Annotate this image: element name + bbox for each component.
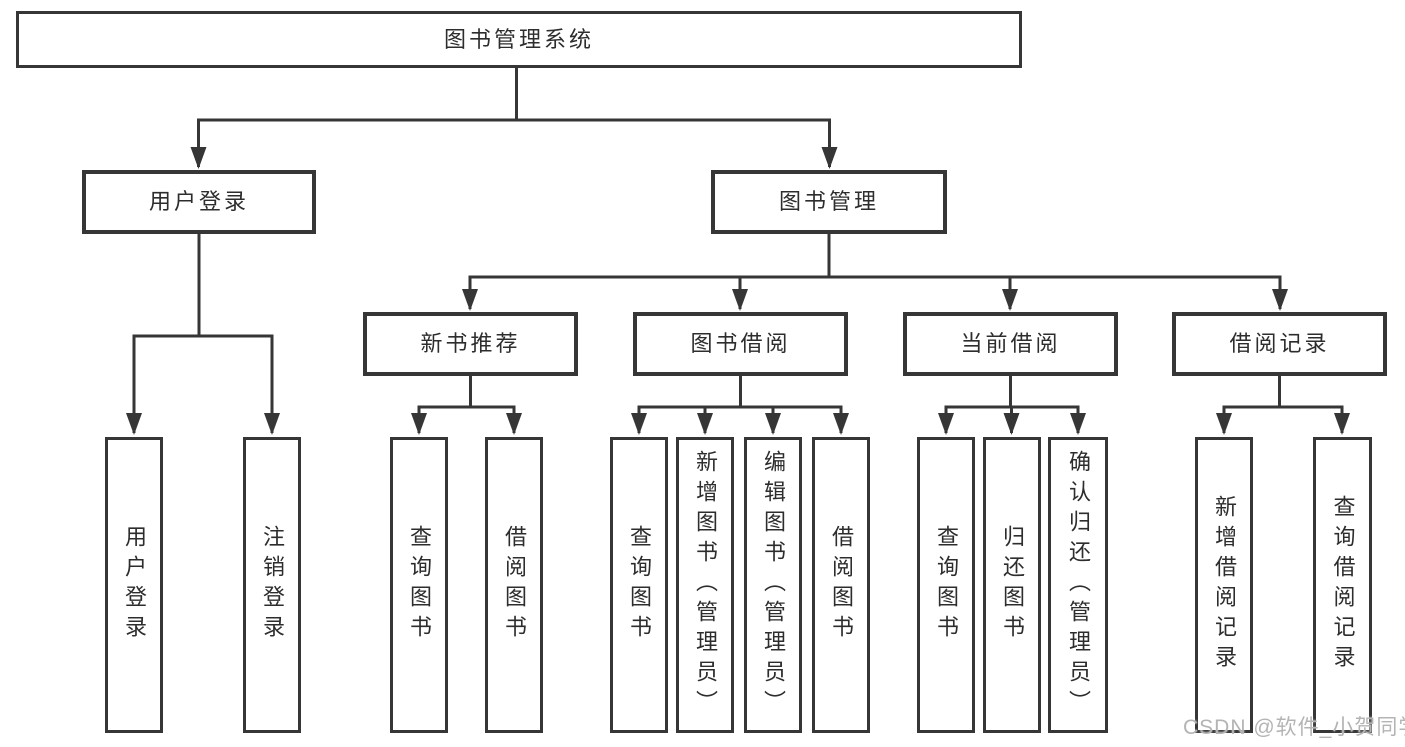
- node-new-book-recommendation: 新书推荐: [363, 312, 578, 376]
- leaf-search-borrow-record: 查询借阅记录: [1313, 437, 1372, 733]
- edge-trunk-lines: [132, 68, 1344, 409]
- leaf-confirm-return-admin: 确认归还（管理员）: [1048, 437, 1108, 733]
- node-user-login: 用户登录: [82, 170, 316, 234]
- leaf-user-login: 用户登录: [105, 437, 163, 733]
- leaf-add-books-admin: 新增图书（管理员）: [676, 437, 734, 733]
- node-book-borrowing: 图书借阅: [633, 312, 848, 376]
- leaf-logout: 注销登录: [243, 437, 301, 733]
- watermark: CSDN @软件_小贺同学: [1183, 716, 1405, 739]
- leaf-edit-books-admin: 编辑图书（管理员）: [744, 437, 802, 733]
- leaf-add-borrow-record: 新增借阅记录: [1195, 437, 1253, 733]
- node-borrowing-records: 借阅记录: [1172, 312, 1387, 376]
- node-current-borrowing: 当前借阅: [903, 312, 1118, 376]
- leaf-borrow-books-1: 借阅图书: [485, 437, 543, 733]
- leaf-borrow-books-2: 借阅图书: [812, 437, 870, 733]
- leaf-search-books-1: 查询图书: [390, 437, 448, 733]
- leaf-search-books-2: 查询图书: [610, 437, 668, 733]
- node-library-system: 图书管理系统: [16, 11, 1022, 68]
- leaf-search-books-3: 查询图书: [917, 437, 975, 733]
- node-book-management: 图书管理: [711, 170, 947, 234]
- leaf-return-books: 归还图书: [983, 437, 1041, 733]
